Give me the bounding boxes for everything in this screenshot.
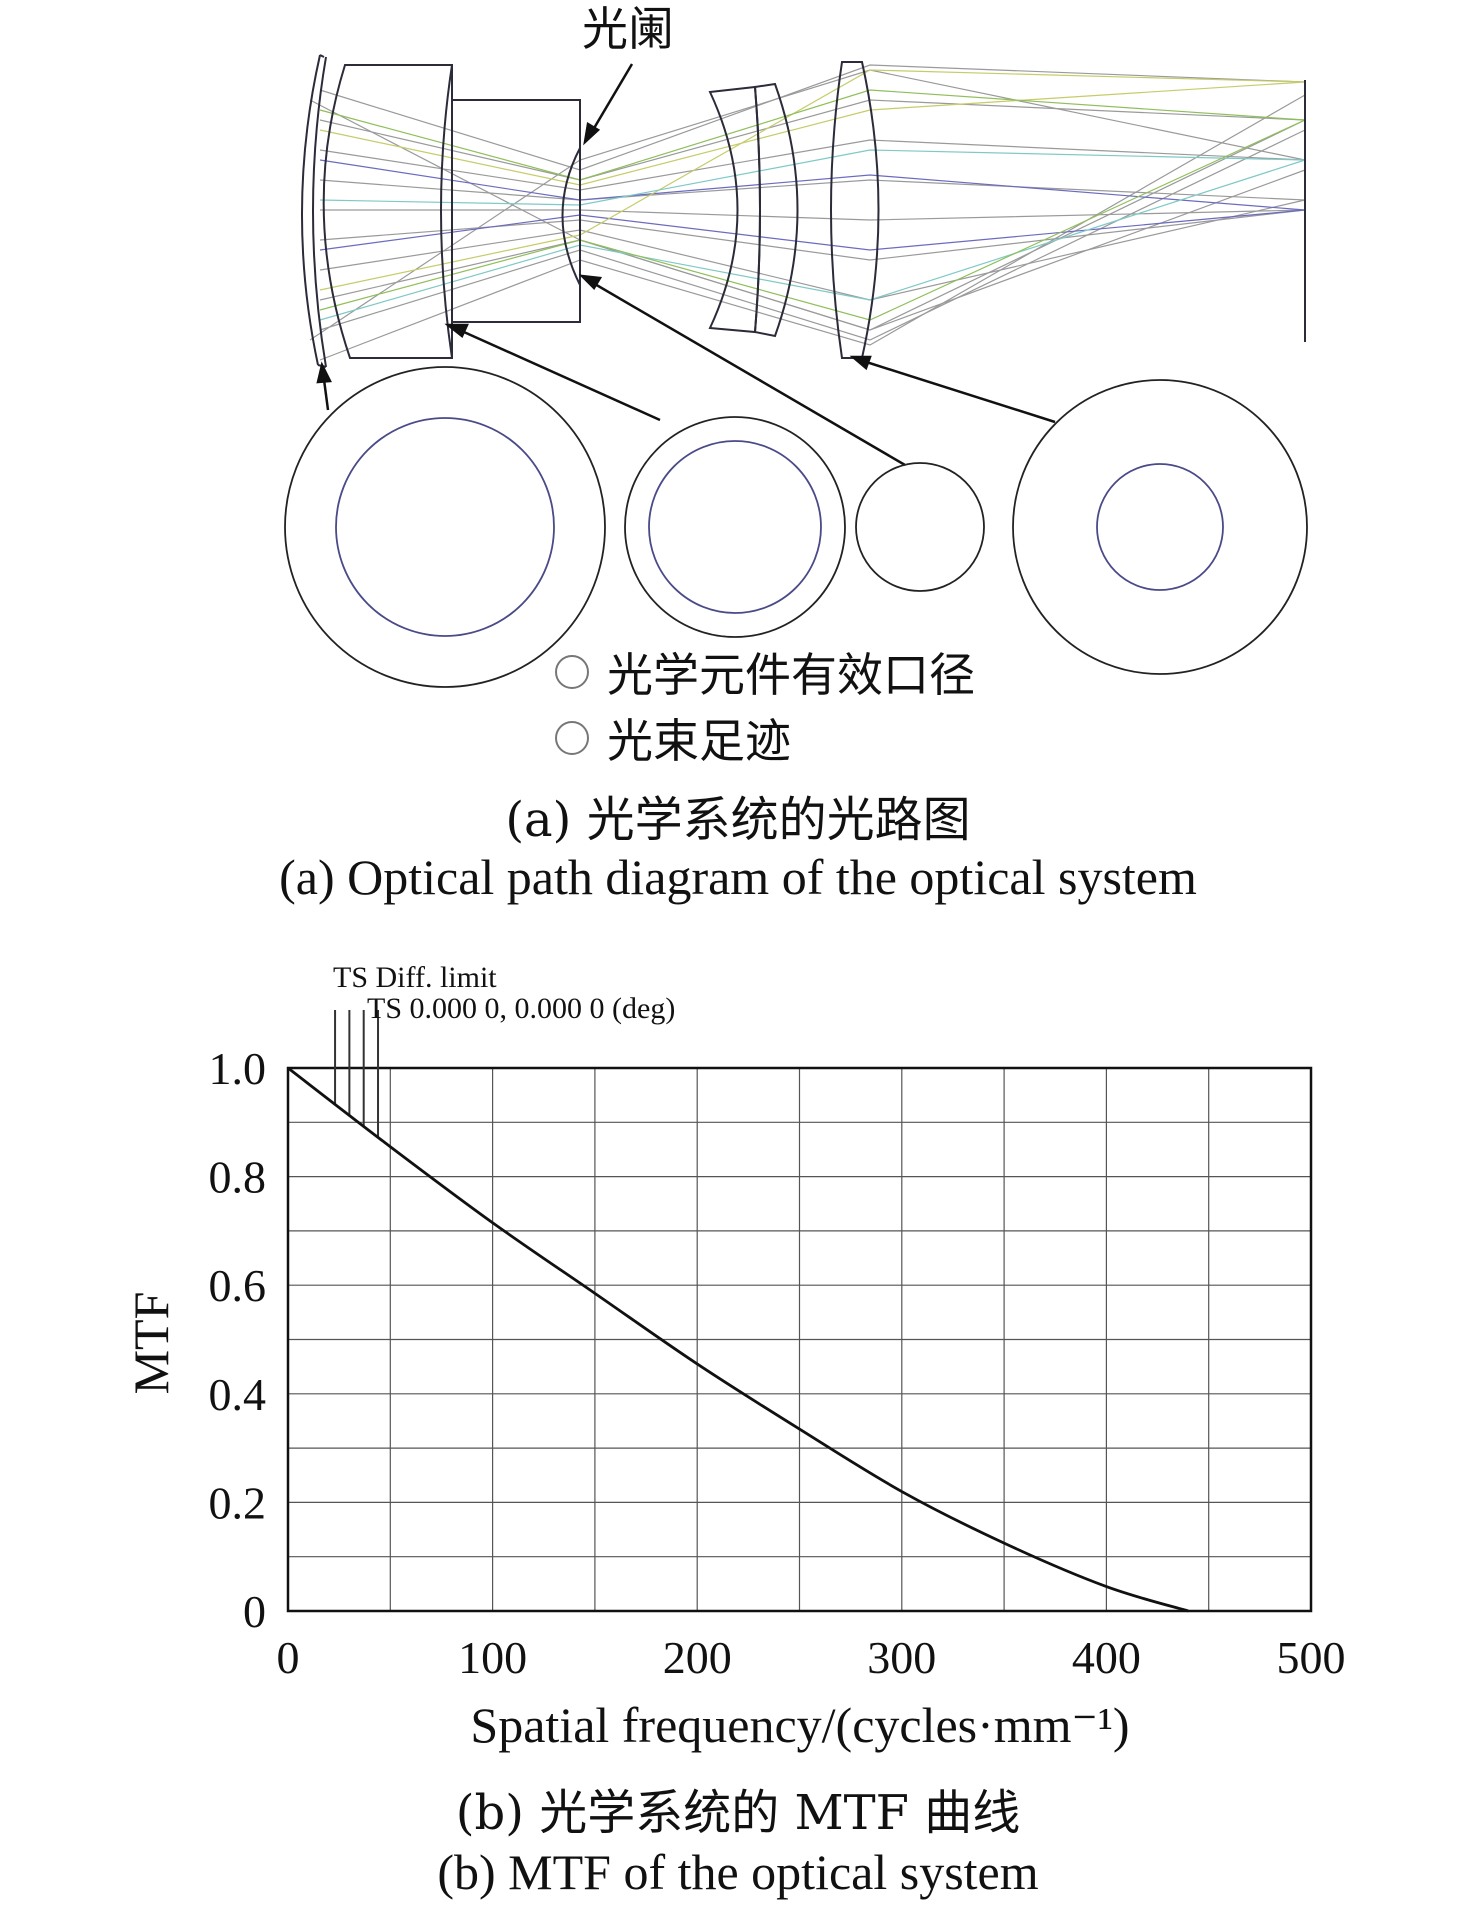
legend-footprint-label: 光束足迹 [607, 714, 791, 768]
aperture-swatch-icon [555, 655, 589, 689]
lens-2 [322, 64, 453, 359]
x-tick-label: 0 [277, 1632, 300, 1683]
footprint-4 [1012, 379, 1308, 675]
footprint-circles [284, 366, 1308, 688]
legend-aperture-label: 光学元件有效口径 [607, 648, 975, 702]
lens-2-inner [440, 64, 453, 359]
y-tick-label: 1.0 [209, 1043, 267, 1094]
lens-5 [753, 82, 799, 338]
caption-b-en: (b) MTF of the optical system [437, 1844, 1039, 1900]
lens-6 [830, 61, 880, 359]
stop-label: 光阑 [582, 2, 674, 56]
y-tick-label: 0.6 [209, 1260, 267, 1311]
y-tick-labels: 0 0.2 0.4 0.6 0.8 1.0 [209, 1043, 267, 1637]
caption-a-cn: (a) 光学系统的光路图 [505, 792, 971, 848]
footprint-swatch-icon [555, 721, 589, 755]
lens-3-surface [561, 147, 581, 286]
annotation-field: TS 0.000 0, 0.000 0 (deg) [367, 992, 675, 1025]
ray-bundle [309, 64, 1306, 361]
x-tick-label: 100 [458, 1632, 527, 1683]
x-axis-label: Spatial frequency/(cycles·mm⁻¹) [470, 1697, 1129, 1753]
legend-footprint: 光束足迹 [555, 710, 791, 768]
x-tick-labels: 0 100 200 300 400 500 [277, 1632, 1346, 1683]
legend-aperture: 光学元件有效口径 [555, 644, 975, 702]
annotation-diff-limit: TS Diff. limit [333, 961, 497, 994]
mtf-series-line [287, 1066, 1189, 1613]
x-tick-label: 200 [663, 1632, 732, 1683]
lens-elements [301, 54, 1306, 368]
lens-4 [708, 85, 761, 334]
x-tick-label: 500 [1277, 1632, 1346, 1683]
stop-arrow [583, 63, 634, 146]
y-tick-label: 0 [243, 1586, 266, 1637]
y-axis-label: MTF [123, 1292, 179, 1395]
x-tick-label: 400 [1072, 1632, 1141, 1683]
y-tick-label: 0.4 [209, 1369, 267, 1420]
annotation-markers [334, 1010, 380, 1138]
y-tick-label: 0.8 [209, 1152, 267, 1203]
footprint-arrows [316, 274, 1056, 467]
footprint-3 [855, 462, 985, 592]
lens-3 [452, 99, 581, 323]
chart-grid [288, 1068, 1311, 1611]
mtf-chart: 0 0.2 0.4 0.6 0.8 1.0 0 100 200 300 400 500 TS Dif… [123, 961, 1346, 1753]
plot-frame [286, 1066, 1313, 1613]
caption-b-cn: (b) 光学系统的 MTF 曲线 [455, 1785, 1021, 1841]
lens-1 [301, 54, 327, 368]
optical-path-diagram: 光阑 [284, 2, 1308, 688]
footprint-2 [624, 416, 846, 638]
y-tick-label: 0.2 [209, 1477, 267, 1528]
caption-a-en: (a) Optical path diagram of the optical … [279, 849, 1197, 905]
x-tick-label: 300 [867, 1632, 936, 1683]
footprint-1 [284, 366, 606, 688]
